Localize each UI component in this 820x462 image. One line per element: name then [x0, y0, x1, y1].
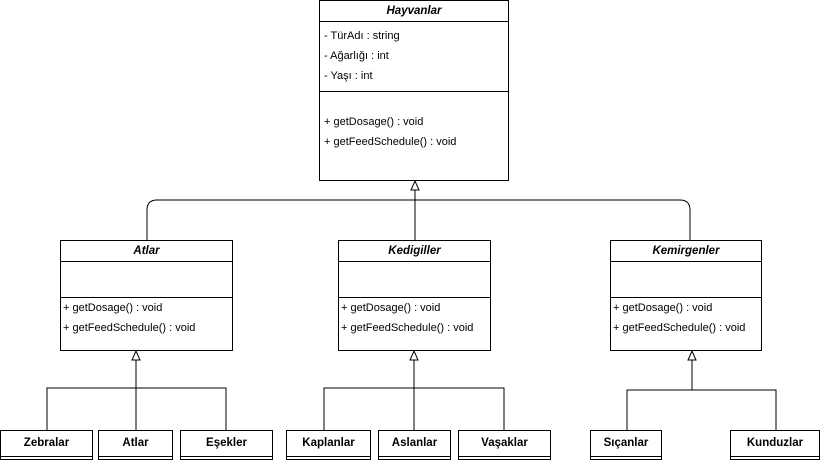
class-name: Eşekler	[181, 431, 272, 457]
attribute-row: - TürAdı : string	[324, 30, 400, 42]
class-name: Atlar	[61, 241, 232, 262]
method-row: + getFeedSchedule() : void	[324, 136, 457, 148]
class-name: Kedigiller	[339, 241, 490, 262]
attribute-row: - Ağarlığı : int	[324, 50, 389, 62]
connector-kemirgenler-group	[626, 360, 777, 430]
class-aslanlar[interactable]: Aslanlar	[378, 430, 451, 460]
class-name: Kaplanlar	[287, 431, 370, 457]
attributes-section	[611, 262, 761, 298]
class-name: Sıçanlar	[591, 431, 661, 457]
class-hayvanlar[interactable]: Hayvanlar - TürAdı : string - Ağarlığı :…	[319, 0, 509, 181]
class-kemirgenler[interactable]: Kemirgenler + getDosage() : void + getFe…	[610, 240, 762, 351]
class-name: Vaşaklar	[459, 431, 550, 457]
generalization-arrowhead	[409, 349, 419, 361]
class-kedigiller[interactable]: Kedigiller + getDosage() : void + getFee…	[338, 240, 491, 351]
method-row: + getFeedSchedule() : void	[63, 322, 196, 334]
class-kunduzlar[interactable]: Kunduzlar	[730, 430, 820, 460]
attributes-section	[61, 262, 232, 298]
attributes-section: - TürAdı : string - Ağarlığı : int - Yaş…	[320, 22, 508, 92]
class-atlar-leaf[interactable]: Atlar	[98, 430, 173, 460]
generalization-arrowhead	[687, 349, 697, 361]
class-name: Atlar	[99, 431, 172, 457]
class-name: Aslanlar	[379, 431, 450, 457]
class-zebralar[interactable]: Zebralar	[0, 430, 93, 460]
attribute-row: - Yaşı : int	[324, 70, 373, 82]
class-kaplanlar[interactable]: Kaplanlar	[286, 430, 371, 460]
class-vasaklar[interactable]: Vaşaklar	[458, 430, 551, 460]
connector-atlar-to-hayvanlar	[146, 199, 691, 240]
methods-section: + getDosage() : void + getFeedSchedule()…	[611, 298, 761, 338]
generalization-arrowhead	[131, 349, 141, 361]
connector-atlar-group	[46, 360, 227, 430]
class-sicanlar[interactable]: Sıçanlar	[590, 430, 662, 460]
generalization-arrowhead	[410, 179, 420, 191]
class-name: Kunduzlar	[731, 431, 819, 457]
methods-section: + getDosage() : void + getFeedSchedule()…	[320, 92, 508, 152]
methods-section: + getDosage() : void + getFeedSchedule()…	[61, 298, 232, 338]
attributes-section	[339, 262, 490, 298]
method-row: + getFeedSchedule() : void	[613, 322, 746, 334]
method-row: + getDosage() : void	[63, 302, 163, 314]
class-name: Zebralar	[1, 431, 92, 457]
class-name: Hayvanlar	[320, 1, 508, 22]
method-row: + getDosage() : void	[324, 116, 424, 128]
class-atlar[interactable]: Atlar + getDosage() : void + getFeedSche…	[60, 240, 233, 351]
method-row: + getFeedSchedule() : void	[341, 322, 474, 334]
method-row: + getDosage() : void	[613, 302, 713, 314]
connector-kedigiller-group	[323, 360, 505, 430]
method-row: + getDosage() : void	[341, 302, 441, 314]
class-esekler[interactable]: Eşekler	[180, 430, 273, 460]
methods-section: + getDosage() : void + getFeedSchedule()…	[339, 298, 490, 338]
class-name: Kemirgenler	[611, 241, 761, 262]
